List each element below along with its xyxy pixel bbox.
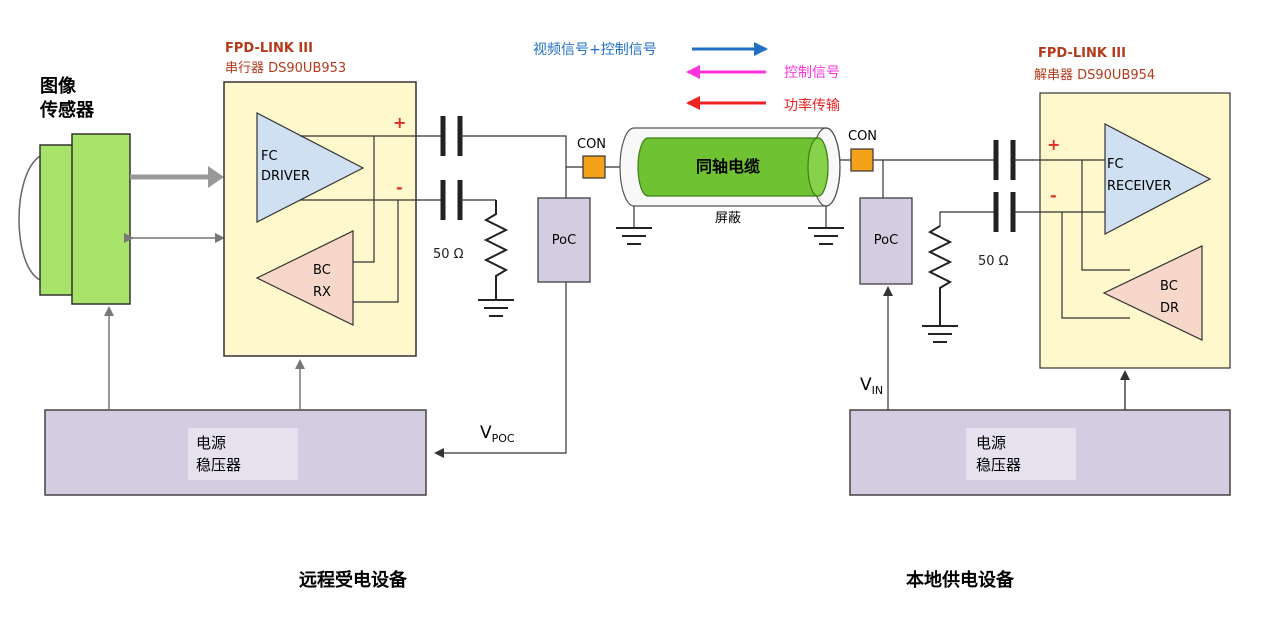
regulator-right-label-bg xyxy=(966,428,1076,480)
serializer-plus: + xyxy=(393,113,406,132)
regulator-left-label-bg xyxy=(188,428,298,480)
regulator-left-line2: 稳压器 xyxy=(196,456,241,474)
sensor-lens-arc xyxy=(18,155,41,281)
sensor-label-line1: 图像 xyxy=(40,76,77,97)
poc-left-label: PoC xyxy=(552,233,576,248)
des-bc-minus-tap xyxy=(1061,212,1130,319)
fc-driver-line2: DRIVER xyxy=(261,169,310,184)
fc-receiver-line2: RECEIVER xyxy=(1107,179,1172,194)
cap-right-minus xyxy=(993,192,1016,232)
ser-bc-minus-tap xyxy=(353,200,399,303)
cable-label: 同轴电缆 xyxy=(696,157,760,176)
serializer-box xyxy=(223,81,417,357)
coax-cable: 同轴电缆 屏蔽 xyxy=(619,127,841,226)
bc-rx-triangle xyxy=(255,230,354,326)
cap-right-plus xyxy=(993,140,1016,180)
resistor-right-top-wire xyxy=(939,211,996,226)
bc-dr-triangle xyxy=(1102,245,1203,341)
deserializer: FPD-LINK III 解串器 DS90UB954 FC RECEIVER B… xyxy=(1034,46,1231,369)
legend-control-label: 控制信号 xyxy=(784,65,840,81)
fc-receiver-line1: FC xyxy=(1107,157,1124,172)
cap-left-minus xyxy=(440,180,463,220)
fc-receiver-triangle xyxy=(1104,123,1212,235)
serializer-minus: - xyxy=(396,178,403,197)
ground-cable-right xyxy=(808,206,844,245)
bc-rx-line2: RX xyxy=(313,285,331,300)
poc-right xyxy=(859,197,913,285)
legend-power-label: 功率传输 xyxy=(784,97,840,114)
resistor-right xyxy=(927,225,953,326)
poc-left xyxy=(537,197,591,283)
resistor-right-label: 50 Ω xyxy=(978,254,1009,269)
regulator-right-line1: 电源 xyxy=(976,434,1006,452)
ground-cable-left xyxy=(616,206,652,245)
sensor-back-block xyxy=(39,144,76,296)
regulator-left-line1: 电源 xyxy=(196,434,226,452)
sensor-label-line2: 传感器 xyxy=(39,99,95,121)
bc-rx-line1: BC xyxy=(313,263,331,278)
vin-label: VIN xyxy=(860,375,883,397)
deserializer-brand: FPD-LINK III xyxy=(1038,46,1126,61)
con-left-label: CON xyxy=(577,137,606,152)
deserializer-part: 解串器 DS90UB954 xyxy=(1034,68,1155,83)
regulator-right-line2: 稳压器 xyxy=(976,456,1021,474)
image-sensor: 图像 传感器 xyxy=(18,76,131,305)
sensor-front-block xyxy=(71,133,131,305)
des-bc-plus-tap xyxy=(1081,160,1130,271)
serializer-part: 串行器 DS90UB953 xyxy=(225,61,346,76)
resistor-left-label: 50 Ω xyxy=(433,247,464,262)
deserializer-plus: + xyxy=(1047,135,1060,154)
bc-dr-line2: DR xyxy=(1160,301,1179,316)
legend: 视频信号+控制信号 控制信号 功率传输 xyxy=(533,42,840,114)
deserializer-minus: - xyxy=(1050,186,1057,205)
resistor-left xyxy=(483,200,509,300)
vpoc-wire xyxy=(434,282,567,458)
poc-right-label: PoC xyxy=(874,233,898,248)
ground-left-resistor xyxy=(478,299,514,317)
legend-video-control-label: 视频信号+控制信号 xyxy=(533,42,657,58)
ground-right-resistor xyxy=(922,325,958,343)
fc-driver-line1: FC xyxy=(261,149,278,164)
vpoc-label: VPOC xyxy=(480,423,515,445)
sensor-data-arrowhead xyxy=(208,166,224,188)
caption-right: 本地供电设备 xyxy=(906,569,1015,591)
serializer-brand: FPD-LINK III xyxy=(225,41,313,56)
ser-bc-plus-tap xyxy=(353,136,375,263)
con-right xyxy=(850,148,874,172)
con-left xyxy=(582,155,606,179)
cable-shield-label: 屏蔽 xyxy=(715,211,741,226)
bc-dr-line1: BC xyxy=(1160,279,1178,294)
con-right-label: CON xyxy=(848,129,877,144)
fc-driver-triangle xyxy=(256,112,365,223)
caption-left: 远程受电设备 xyxy=(299,569,408,591)
cap-left-plus xyxy=(440,116,463,156)
cap-plus-to-con-wire xyxy=(460,135,583,168)
serializer: FPD-LINK III 串行器 DS90UB953 FC DRIVER BC … xyxy=(223,41,417,357)
